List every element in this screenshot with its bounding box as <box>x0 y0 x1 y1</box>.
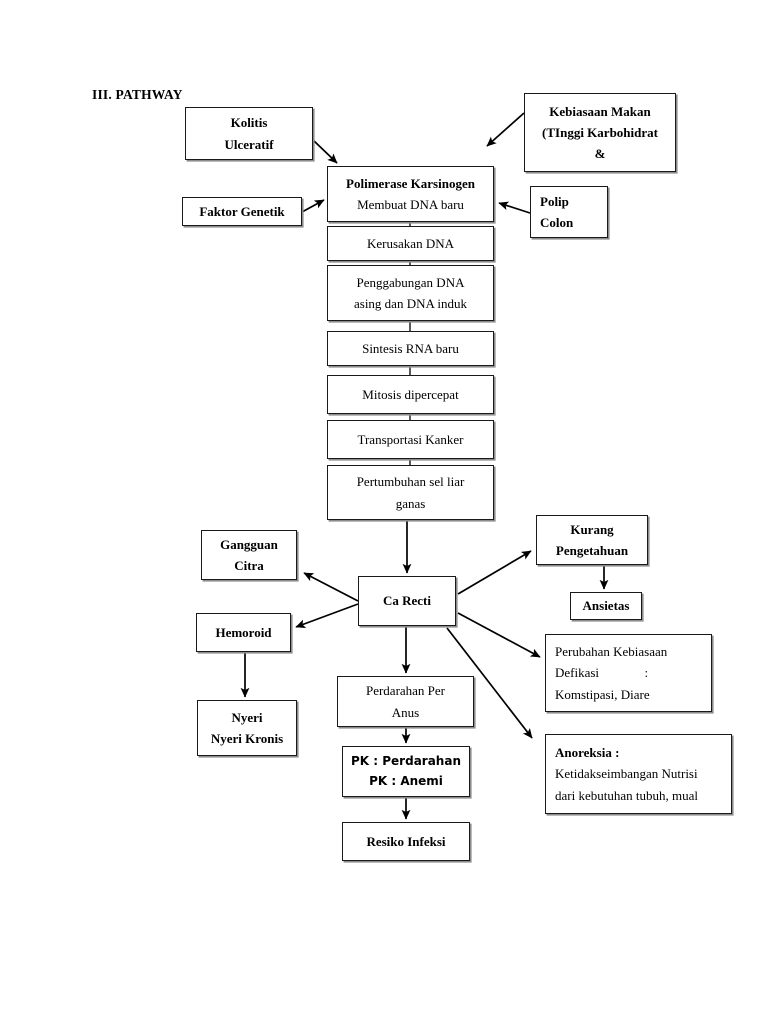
node-polip-colon-line-0: Polip <box>540 193 569 209</box>
node-resiko-infeksi: Resiko Infeksi <box>342 822 470 861</box>
page-heading: III. PATHWAY <box>92 87 183 102</box>
edge-ca-recti-to-hemoroid-arrow-icon <box>295 603 359 628</box>
node-perdarahan-line-1: Anus <box>391 704 420 720</box>
node-hemoroid-line-0: Hemoroid <box>215 624 272 640</box>
node-perdarahan-line-0: Perdarahan Per <box>365 683 446 699</box>
node-perubahan-line-2: Komstipasi, Diare <box>555 686 650 702</box>
node-pertumbuhan-line-0: Pertumbuhan sel liar <box>356 474 465 490</box>
node-polip-colon-line-1: Colon <box>540 215 574 230</box>
node-mitosis: Mitosis dipercepat <box>327 375 494 414</box>
edge-ca-recti-to-gangguan-citra-arrow-icon <box>303 572 359 602</box>
node-anoreksia: Anoreksia : Ketidakseimbangan Nutrisi dari… <box>545 734 732 814</box>
node-perubahan-line-0: Perubahan Kebiasaan <box>555 644 668 660</box>
edge-kolitis-to-polimerase-arrow-icon <box>312 139 338 164</box>
node-transportasi-line-0: Transportasi Kanker <box>357 431 464 447</box>
node-mitosis-line-0: Mitosis dipercepat <box>362 386 459 402</box>
node-kerusakan: Kerusakan DNA <box>327 226 494 261</box>
node-gangguan-citra-line-1: Citra <box>234 558 264 573</box>
node-penggabungan-line-1: asing dan DNA induk <box>353 296 468 311</box>
node-kebiasaan-line-1: (TInggi Karbohidrat <box>542 124 658 140</box>
node-pk-line-1: PK : Anemi <box>369 773 443 788</box>
node-polimerase-line-0: Polimerase Karsinogen <box>346 175 475 191</box>
edge-polip-to-polimerase-arrow-icon <box>498 201 531 214</box>
node-pertumbuhan: Pertumbuhan sel liar ganas <box>327 465 494 520</box>
edge-faktor-genetik-to-polimerase-arrow-icon <box>301 199 325 213</box>
edge-kebiasaan-to-polimerase-arrow-icon <box>486 112 525 147</box>
node-polimerase-line-1: Membuat DNA baru <box>357 197 464 212</box>
node-ansietas-line-0: Ansietas <box>582 598 630 614</box>
node-pertumbuhan-line-1: ganas <box>395 495 426 511</box>
node-nyeri-line-1: Nyeri Kronis <box>210 731 284 746</box>
node-resiko-infeksi-line-0: Resiko Infeksi <box>366 833 446 849</box>
node-hemoroid: Hemoroid <box>196 613 291 652</box>
node-kebiasaan-line-2: & <box>594 146 606 162</box>
node-gangguan-citra-line-0: Gangguan <box>220 536 278 552</box>
node-faktor-genetik-line-0: Faktor Genetik <box>199 203 285 219</box>
node-penggabungan-line-0: Penggabungan DNA <box>356 274 465 290</box>
node-sintesis: Sintesis RNA baru <box>327 331 494 366</box>
edge-ca-recti-to-perubahan-arrow-icon <box>457 612 541 658</box>
node-perubahan-line-1: Defikasi : <box>555 665 649 681</box>
node-kolitis-line-1: Ulceratif <box>224 136 274 152</box>
node-ca-recti: Ca Recti <box>358 576 456 626</box>
node-kebiasaan: Kebiasaan Makan (TInggi Karbohidrat & <box>524 93 676 172</box>
node-pk-line-0: PK : Perdarahan <box>351 754 461 769</box>
node-pk: PK : Perdarahan PK : Anemi <box>342 746 470 797</box>
node-kurang-line-1: Pengetahuan <box>555 543 629 558</box>
node-kerusakan-line-0: Kerusakan DNA <box>366 235 454 251</box>
node-kurang-line-0: Kurang <box>570 521 614 537</box>
node-kebiasaan-line-0: Kebiasaan Makan <box>549 103 651 119</box>
node-anoreksia-line-0: Anoreksia : <box>555 745 620 761</box>
node-transportasi: Transportasi Kanker <box>327 420 494 459</box>
node-faktor-genetik: Faktor Genetik <box>182 197 302 226</box>
node-anoreksia-line-1: Ketidakseimbangan Nutrisi <box>555 766 698 782</box>
node-anoreksia-line-2: dari kebutuhan tubuh, mual <box>555 787 698 803</box>
node-kolitis-line-0: Kolitis <box>230 115 268 131</box>
edge-ca-recti-to-kurang-arrow-icon <box>457 550 532 595</box>
node-sintesis-line-0: Sintesis RNA baru <box>362 340 459 356</box>
node-nyeri-line-0: Nyeri <box>231 709 263 725</box>
node-ansietas: Ansietas <box>570 592 642 620</box>
node-penggabungan: Penggabungan DNA asing dan DNA induk <box>327 265 494 321</box>
node-ca-recti-line-0: Ca Recti <box>382 593 431 609</box>
